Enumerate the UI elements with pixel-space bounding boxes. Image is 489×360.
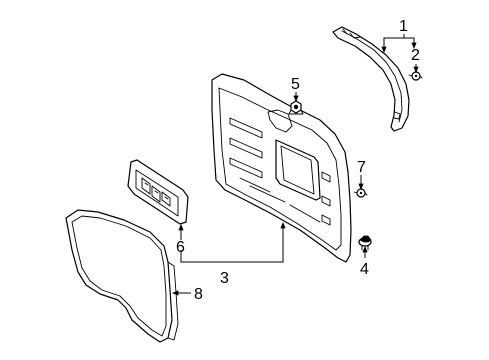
clip-icon[interactable] bbox=[353, 188, 368, 198]
callout-4: 4 bbox=[360, 261, 369, 278]
callout-1: 1 bbox=[399, 18, 408, 35]
nut-icon[interactable] bbox=[288, 100, 304, 115]
bezel-icon[interactable] bbox=[127, 159, 189, 225]
door-trim-panel-icon[interactable] bbox=[211, 73, 352, 263]
callout-2: 2 bbox=[411, 47, 420, 64]
callout-7: 7 bbox=[357, 159, 366, 176]
retainer-icon[interactable] bbox=[358, 235, 372, 251]
pillar-trim-icon[interactable] bbox=[332, 26, 410, 132]
leader-arrowheads bbox=[171, 42, 419, 296]
callout-3: 3 bbox=[220, 270, 229, 287]
cover-panel-icon[interactable] bbox=[65, 209, 179, 343]
callout-6: 6 bbox=[176, 239, 185, 256]
callout-8: 8 bbox=[194, 286, 203, 303]
callout-5: 5 bbox=[291, 76, 300, 93]
